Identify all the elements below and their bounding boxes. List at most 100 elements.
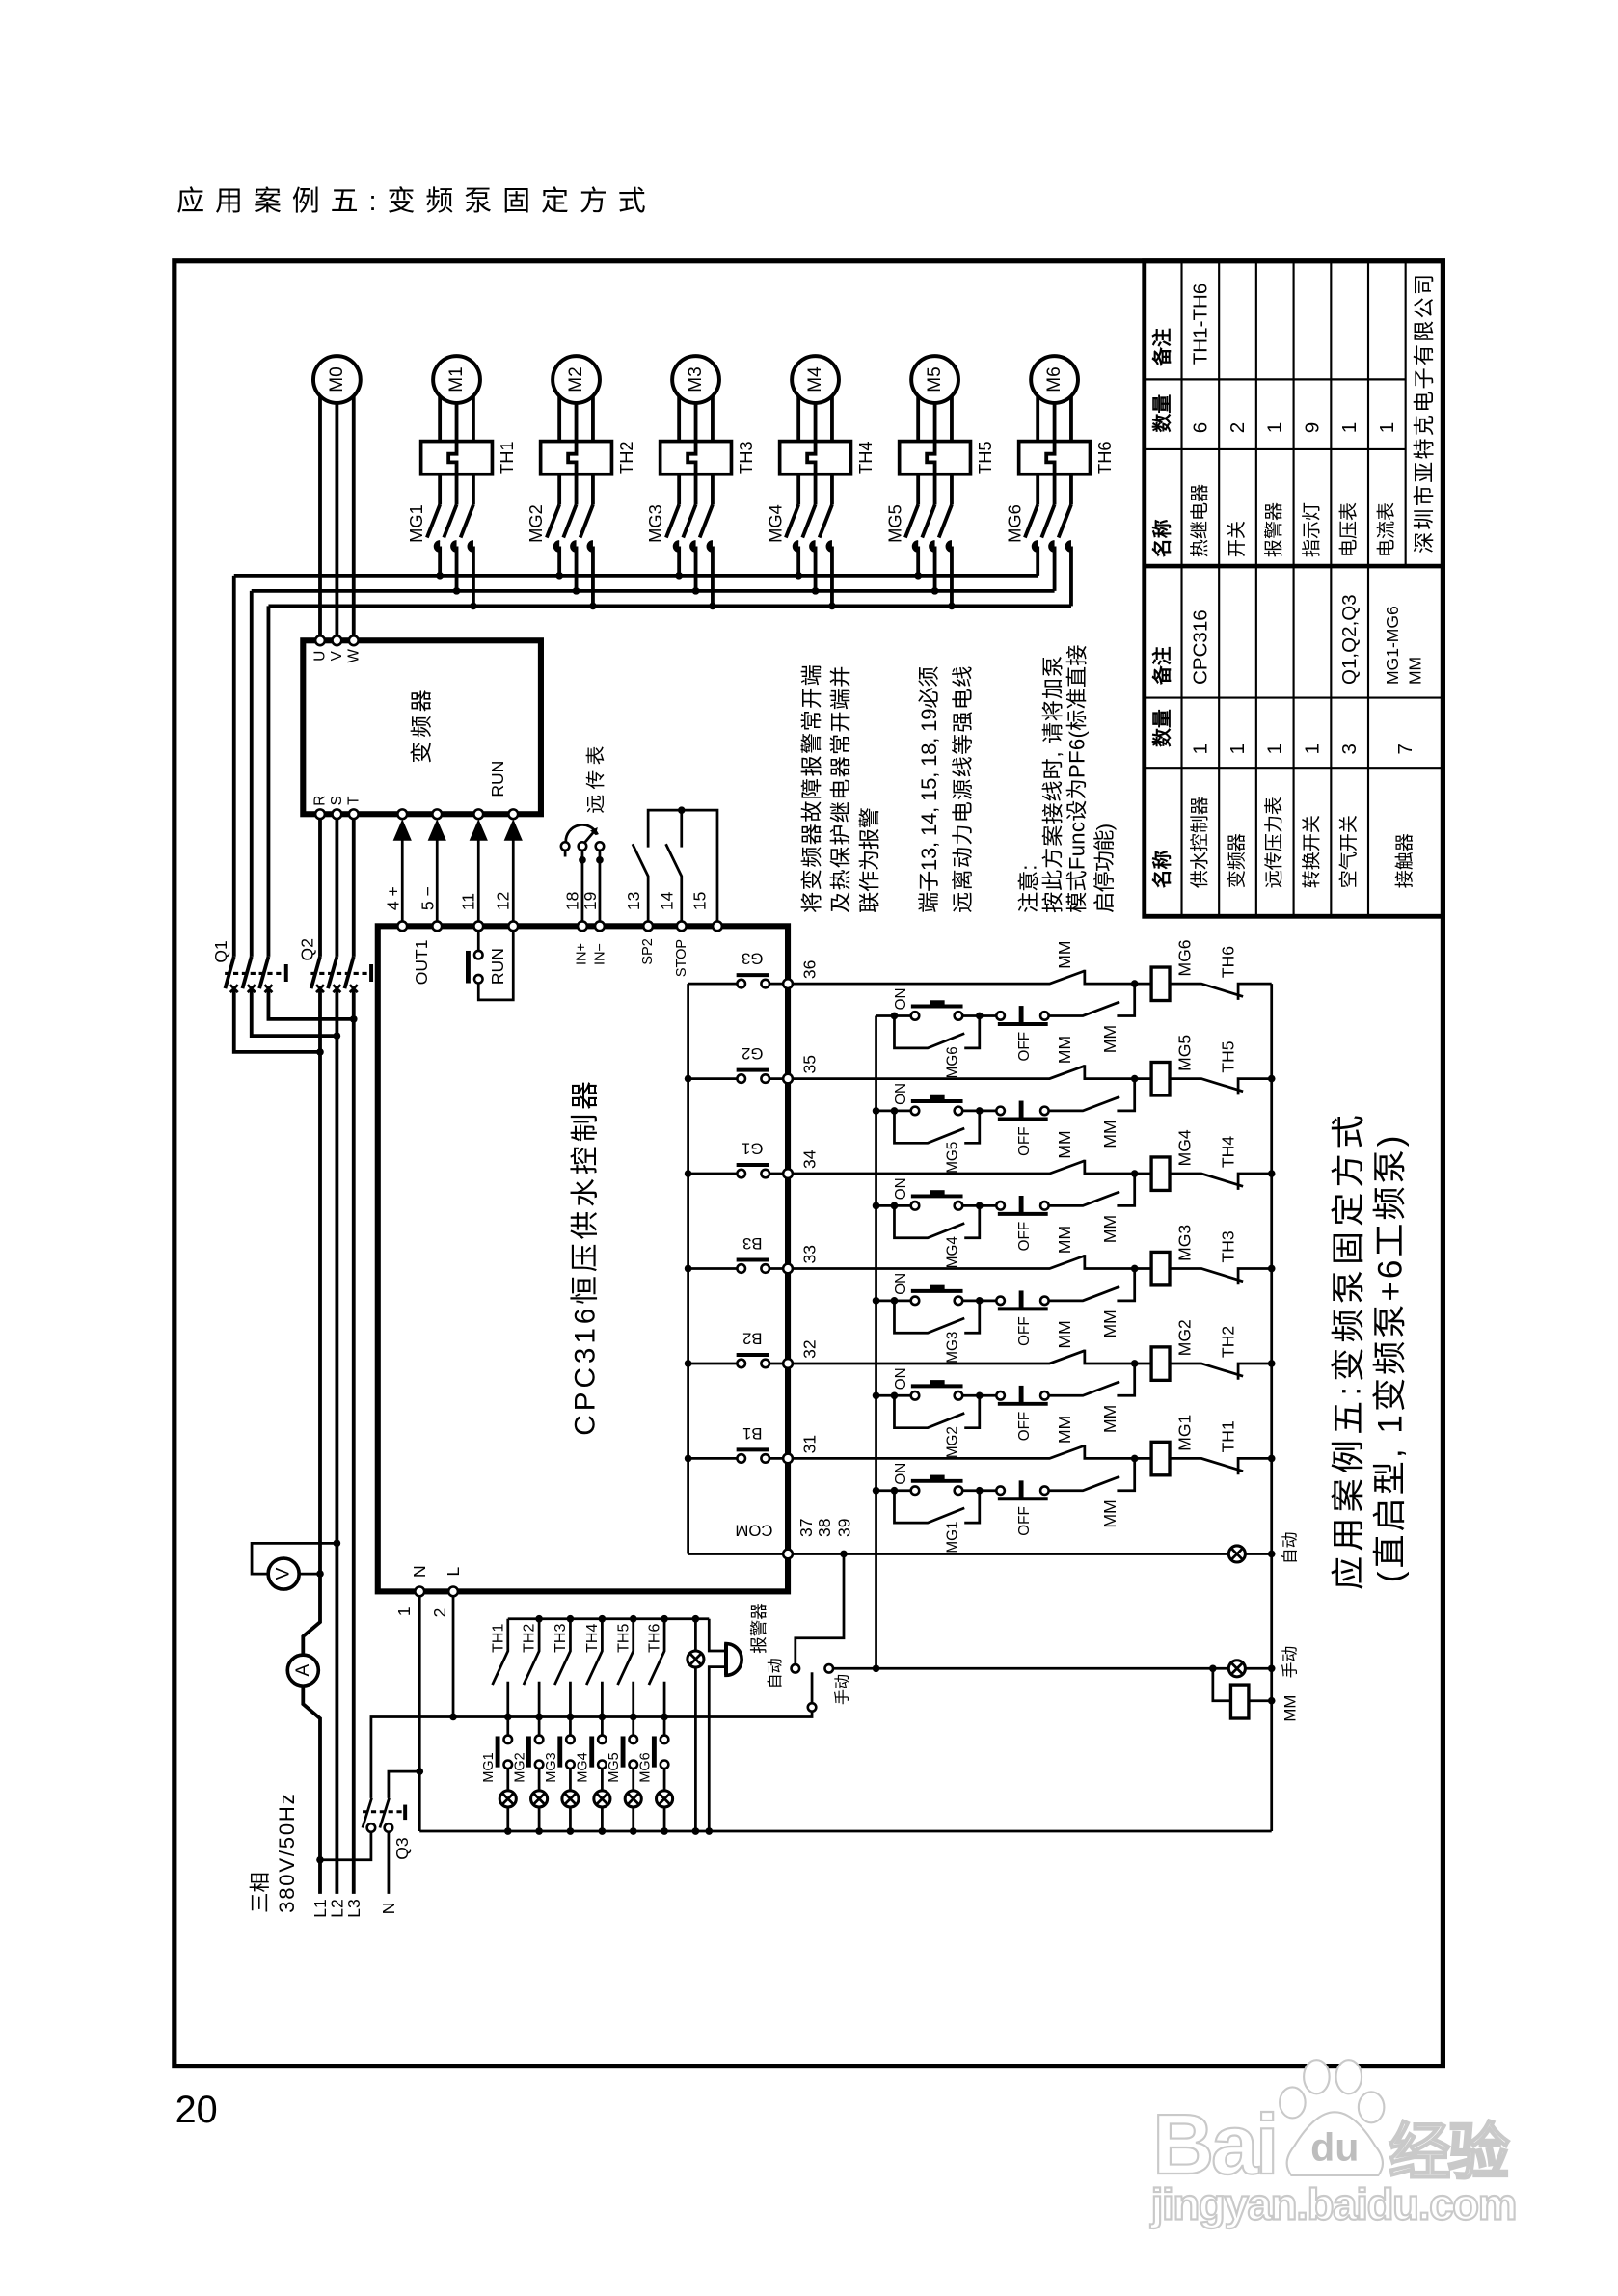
coil-label: MG6 — [1175, 939, 1195, 976]
junction-dot — [691, 587, 700, 595]
junction-dot — [566, 1827, 575, 1835]
controller-terminal — [576, 920, 589, 932]
watermark-url: jingyan.baidu.com — [1150, 2180, 1518, 2229]
junction-dot — [1130, 1264, 1139, 1273]
junction-dot — [975, 1297, 984, 1305]
bom-item-name: 转换开关 — [1301, 815, 1322, 888]
bom-item-name: 空气开关 — [1338, 815, 1360, 888]
thermal-alarm-contact — [522, 1618, 541, 1686]
relay-contact — [760, 1073, 771, 1085]
gauge-needle — [583, 829, 596, 844]
mm-manual-contact — [1048, 1095, 1120, 1113]
page-title: 应用案例五:变频泵固定方式 — [176, 186, 646, 217]
thermal-alarm-contact — [553, 1618, 572, 1686]
bom-item-name: 报警器 — [1264, 502, 1285, 557]
seal-in-label: MG1 — [945, 1522, 961, 1553]
aux-contact — [502, 1734, 514, 1745]
on-button-contact — [909, 1390, 921, 1401]
seal-in-contact — [893, 1395, 965, 1430]
breaker-trip-mark-icon — [348, 984, 359, 994]
bom-item-name: 变频器 — [1227, 833, 1248, 888]
run-button-contact — [472, 973, 484, 985]
terminal-number: 18 — [562, 892, 581, 911]
off-button-contact — [1038, 1010, 1050, 1022]
selector-auto-wire — [794, 1553, 846, 1665]
note-line: 端子13, 14, 15, 18, 19必须 — [917, 666, 941, 913]
junction-dot — [1130, 1074, 1139, 1083]
contactor-main-blade — [697, 503, 715, 539]
breaker-trip-mark-icon — [229, 984, 239, 994]
junction-dot — [452, 587, 461, 595]
thermal-alarm-label: TH3 — [553, 1624, 569, 1653]
contactor-fixed-contact — [929, 540, 935, 553]
drawing-frame — [172, 258, 1445, 2069]
relay-contact — [736, 978, 747, 989]
bom-item-remark: MG1-MG6 — [1383, 606, 1402, 685]
supply-line-l1 — [301, 988, 322, 1656]
contactor-main-blade — [681, 503, 698, 539]
coil-branch — [1083, 1159, 1244, 1188]
relay-label: G2 — [742, 1044, 763, 1063]
off-button-label: OFF — [1016, 1316, 1033, 1346]
seal-in-contact — [964, 1015, 982, 1050]
manual-lamp-icon — [1227, 1659, 1247, 1679]
manual-to-coil-wire — [1117, 1363, 1137, 1397]
seal-in-contact — [964, 1205, 982, 1240]
terminal-number: 12 — [494, 892, 513, 911]
contactor-fixed-contact — [433, 540, 441, 553]
bom-header-name: 名称 — [1151, 850, 1173, 888]
relay-contact — [760, 978, 771, 989]
junction-dot — [872, 1391, 880, 1400]
seal-in-contact — [893, 1015, 965, 1050]
seal-in-contact — [964, 1490, 982, 1525]
contactor-label: MG4 — [765, 504, 785, 543]
off-button-label: OFF — [1016, 1032, 1033, 1062]
run-button-contact — [472, 949, 484, 960]
junction-dot — [316, 1048, 324, 1056]
breaker-trip-mark-icon — [263, 984, 274, 994]
com-label: COM — [735, 1522, 772, 1540]
contactor-coil-icon — [1149, 1155, 1172, 1193]
terminal-number: 11 — [459, 893, 478, 910]
relay-label: B1 — [742, 1424, 763, 1443]
mm-manual-contact — [1048, 1474, 1120, 1493]
inverter-input-label: T — [345, 797, 362, 805]
junction-dot — [684, 1454, 692, 1463]
on-button-label: ON — [893, 1367, 909, 1390]
junction-dot — [503, 1713, 512, 1721]
junction-dot — [535, 1827, 543, 1835]
buzzer-wire — [707, 1665, 726, 1832]
junction-dot — [661, 1713, 668, 1721]
aux-contact-label: MG5 — [607, 1752, 622, 1782]
coil-branch — [1083, 1065, 1244, 1094]
off-button-contact — [1038, 1485, 1050, 1497]
thermal-alarm-contact — [647, 1618, 666, 1686]
junction-dot — [684, 1264, 692, 1273]
run-lamp-icon — [654, 1789, 675, 1809]
junction-dot — [1267, 1074, 1276, 1083]
relay-contact — [736, 1262, 747, 1275]
contactor-main-blade — [936, 503, 954, 539]
aux-contact — [564, 1759, 577, 1770]
junction-dot — [1130, 1360, 1139, 1367]
inverter-title: 变频器 — [409, 689, 434, 763]
mm-manual-contact — [1048, 1380, 1120, 1397]
inverter-output-label: V — [329, 650, 345, 661]
controller-terminal — [507, 920, 520, 932]
junction-dot — [691, 1827, 700, 1835]
bom-item-name: 电流表 — [1376, 502, 1397, 557]
junction-dot — [890, 1297, 899, 1305]
inverter-output-label: U — [311, 651, 328, 662]
thermal-contact-label: TH4 — [1219, 1136, 1238, 1168]
aux-contact-label: MG6 — [637, 1752, 653, 1782]
bom-item-qty: 9 — [1301, 422, 1323, 433]
off-button-contact — [995, 1295, 1007, 1307]
bom-item-qty: 7 — [1394, 743, 1416, 754]
coil-branch — [1083, 1445, 1244, 1472]
buzzer-wire — [707, 1618, 726, 1653]
aux-contact-label: MG4 — [576, 1752, 591, 1782]
aux-contact — [659, 1759, 670, 1770]
inverter-output-label: W — [345, 648, 362, 662]
junction-dot — [470, 602, 477, 610]
